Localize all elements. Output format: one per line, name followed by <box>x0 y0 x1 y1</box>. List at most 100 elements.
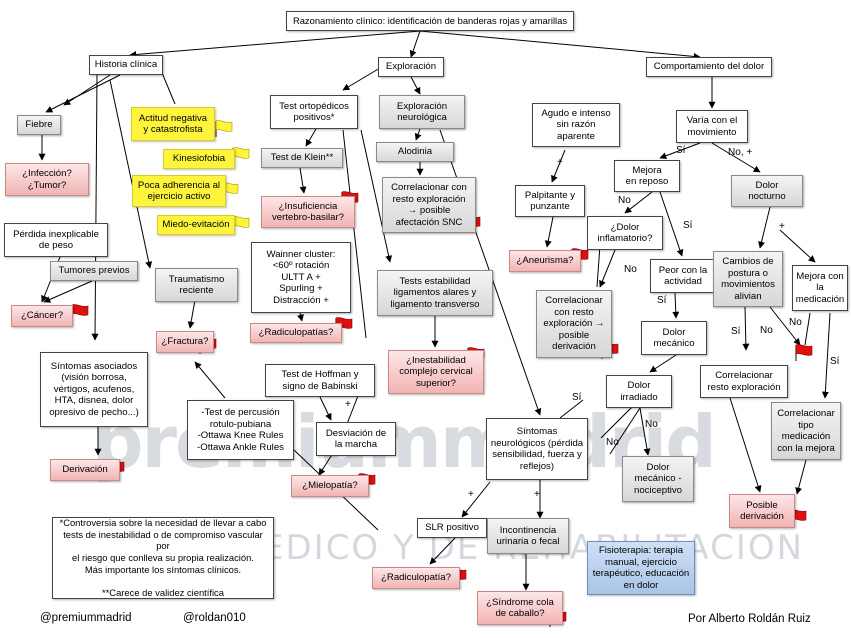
node-cambios-postura: Cambios de postura o movimientos alivian <box>713 251 783 307</box>
yellow-flag-icon <box>215 120 233 137</box>
node-desviacion: Desviación de la marcha <box>316 422 396 456</box>
connector-arrow <box>609 407 641 455</box>
connector-arrow <box>299 167 307 194</box>
connector-arrow <box>360 129 393 263</box>
node-fisioterapia: Fisioterapia: terapia manual, ejercicio … <box>587 541 695 595</box>
connector-arrow <box>544 216 554 248</box>
connector-arrow <box>624 191 653 214</box>
node-sintomas-asociados: Síntomas asociados (visión borrosa, vért… <box>40 352 148 427</box>
edge-label-no-plus: No, + <box>728 147 753 158</box>
node-traumatismo: Traumatismo reciente <box>155 268 238 302</box>
edge-label-plus: + <box>534 489 540 500</box>
node-adherencia: Poca adherencia al ejercicio activo <box>132 175 226 207</box>
node-mielopatia: ¿Mielopatía? <box>291 475 369 497</box>
connector-arrow <box>649 354 677 373</box>
edge-label-plus: + <box>779 221 785 232</box>
connector-arrow <box>63 74 111 106</box>
connector-arrow <box>758 206 771 249</box>
edge-label-no: No <box>624 264 637 275</box>
node-varia: Varía con el movimiento <box>676 110 748 143</box>
red-flag-icon <box>795 344 813 361</box>
node-derivacion-left: Derivación <box>50 459 120 481</box>
node-mejora-reposo: Mejora en reposo <box>614 160 680 192</box>
node-incontinencia: Incontinencia urinaria o fecal <box>487 518 569 554</box>
node-radiculopatia: ¿Radiculopatía? <box>372 567 460 589</box>
node-aneurisma: ¿Aneurisma? <box>509 250 581 272</box>
connector-arrow <box>43 280 93 303</box>
connector-arrow <box>429 537 456 565</box>
node-comportamiento: Comportamiento del dolor <box>646 57 772 77</box>
yellow-flag-icon <box>232 216 250 233</box>
edge-label-si: Sí <box>676 145 686 156</box>
node-correlacionar-snc: Correlacionar con resto exploración → po… <box>382 177 476 233</box>
node-hoffman: Test de Hoffman y signo de Babinski <box>265 364 375 397</box>
node-mejora-medicacion: Mejora con la medicación <box>792 265 848 311</box>
footer-author: Por Alberto Roldán Ruiz <box>688 613 811 625</box>
connector-arrow <box>672 292 680 319</box>
connector-arrow <box>551 149 566 183</box>
connector-arrow <box>410 76 421 95</box>
node-fiebre: Fiebre <box>17 115 61 135</box>
edge-label-plus: + <box>557 157 563 168</box>
node-radiculopatias: ¿Radiculopatías? <box>250 323 342 343</box>
connector-arrow <box>769 306 801 346</box>
connector-arrow <box>559 399 584 419</box>
node-cancer: ¿Cáncer? <box>11 305 73 327</box>
edge-label-plus: + <box>345 399 351 410</box>
node-dolor-nocturno: Dolor nocturno <box>731 175 803 207</box>
node-insuficiencia: ¿Insuficiencia vertebro-basilar? <box>261 196 355 228</box>
edge-label-si: Sí <box>830 356 840 367</box>
node-correlacionar-med: Correlacionar tipo medicación con la mej… <box>771 402 841 460</box>
edge-label-si: Sí <box>657 295 667 306</box>
node-actitud: Actitud negativa y catastrofista <box>131 107 215 141</box>
node-perdida-peso: Pérdida inexplicable de peso <box>4 223 108 257</box>
node-exp-neuro: Exploración neurológica <box>379 95 465 129</box>
connector-arrow <box>45 74 121 113</box>
node-nota: *Controversia sobre la necesidad de llev… <box>52 517 274 599</box>
node-tumores-previos: Tumores previos <box>50 261 138 281</box>
node-exploracion: Exploración <box>378 57 444 77</box>
connector-arrow <box>599 249 616 288</box>
node-miedo: Miedo-evitación <box>157 215 235 235</box>
connector-arrow <box>319 396 332 421</box>
node-correlacionar-der: Correlacionar con resto exploración → po… <box>536 290 612 358</box>
connector-arrow <box>461 481 491 518</box>
connector-arrow <box>659 142 701 160</box>
connector-arrow <box>409 30 421 58</box>
connector-arrow <box>91 74 99 341</box>
connector-arrow <box>821 312 831 399</box>
node-historia: Historia clínica <box>89 55 163 75</box>
edge-label-si: Sí <box>572 392 582 403</box>
node-palpitante: Palpitante y punzante <box>515 185 585 217</box>
edge-label-si: Sí <box>731 326 741 337</box>
connector-arrow <box>414 128 422 141</box>
node-dolor-irradiado: Dolor irradiado <box>606 375 672 408</box>
node-inestabilidad: ¿Inestabilidad complejo cervical superio… <box>388 350 484 394</box>
node-infeccion: ¿Infección? ¿Tumor? <box>5 163 89 196</box>
edge-label-no: No <box>789 317 802 328</box>
node-kinesiofobia: Kinesiofobia <box>163 149 235 169</box>
edge-label-si: Sí <box>683 220 693 231</box>
connector-arrow <box>659 191 684 257</box>
red-flag-icon <box>71 304 89 321</box>
node-sintomas-neuro: Síntomas neurológicos (pérdida sensibili… <box>486 418 588 480</box>
node-agudo: Agudo e intenso sin razón aparente <box>532 103 620 147</box>
node-slr: SLR positivo <box>417 518 487 538</box>
connector-arrow <box>729 397 762 493</box>
edge-label-plus: + <box>468 489 474 500</box>
connector-arrow <box>194 361 226 399</box>
connector-arrow <box>711 142 761 173</box>
edge-label-no: No <box>760 325 773 336</box>
node-tests-estabilidad: Tests estabilidad ligamentos alares y li… <box>377 270 493 316</box>
node-fractura: ¿Fractura? <box>156 331 214 353</box>
edge-label-no: No <box>645 419 658 430</box>
edge-label-no: No <box>606 437 619 448</box>
connector-arrow <box>596 244 601 288</box>
connector-arrow <box>419 30 701 60</box>
connector-arrow <box>187 299 196 329</box>
connector-arrow <box>779 229 816 263</box>
node-alodinia: Alodinia <box>376 142 454 162</box>
connector-arrow <box>342 67 381 91</box>
connector-arrow <box>742 306 750 351</box>
